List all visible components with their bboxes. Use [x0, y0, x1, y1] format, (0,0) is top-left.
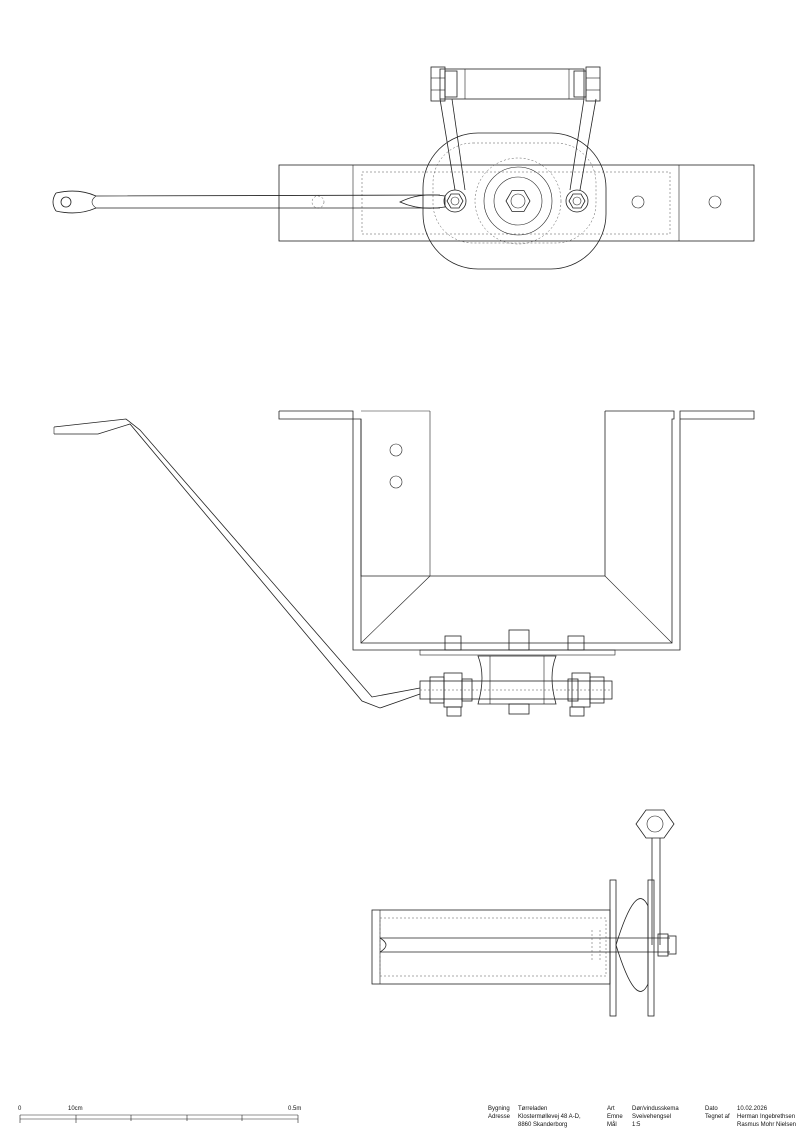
date-label: Dato	[705, 1106, 718, 1112]
address-line2: 8860 Skanderborg	[518, 1122, 568, 1128]
scale-bar	[19, 1114, 299, 1123]
subject-value: Sveivehengsel	[632, 1114, 672, 1120]
scale-label-end: 0.5m	[288, 1106, 302, 1112]
drawn-by-1: Herman Ingebrethsen	[737, 1114, 796, 1120]
elevation-view	[53, 410, 755, 717]
address-label: Adresse	[488, 1114, 511, 1120]
address-line1: Klostermøllevej 48 A-D,	[518, 1114, 581, 1120]
date-value: 10.02.2026	[737, 1106, 768, 1112]
building-value: Tørreladen	[518, 1106, 548, 1112]
scale-value: 1:5	[632, 1122, 641, 1128]
building-label: Bygning	[488, 1106, 510, 1112]
scale-label-mid: 10cm	[68, 1106, 83, 1112]
scale-label-start: 0	[18, 1106, 22, 1112]
type-label: Art	[607, 1106, 615, 1112]
subject-label: Emne	[607, 1114, 623, 1120]
scale-label: Mål	[607, 1122, 617, 1128]
section-view	[371, 809, 677, 1017]
plan-view	[52, 66, 755, 270]
drawn-by-label: Tegnet af	[705, 1114, 730, 1120]
drawn-by-2: Rasmus Mohr Nielsen	[737, 1122, 797, 1128]
type-value: Dør/vindusskema	[632, 1106, 679, 1112]
